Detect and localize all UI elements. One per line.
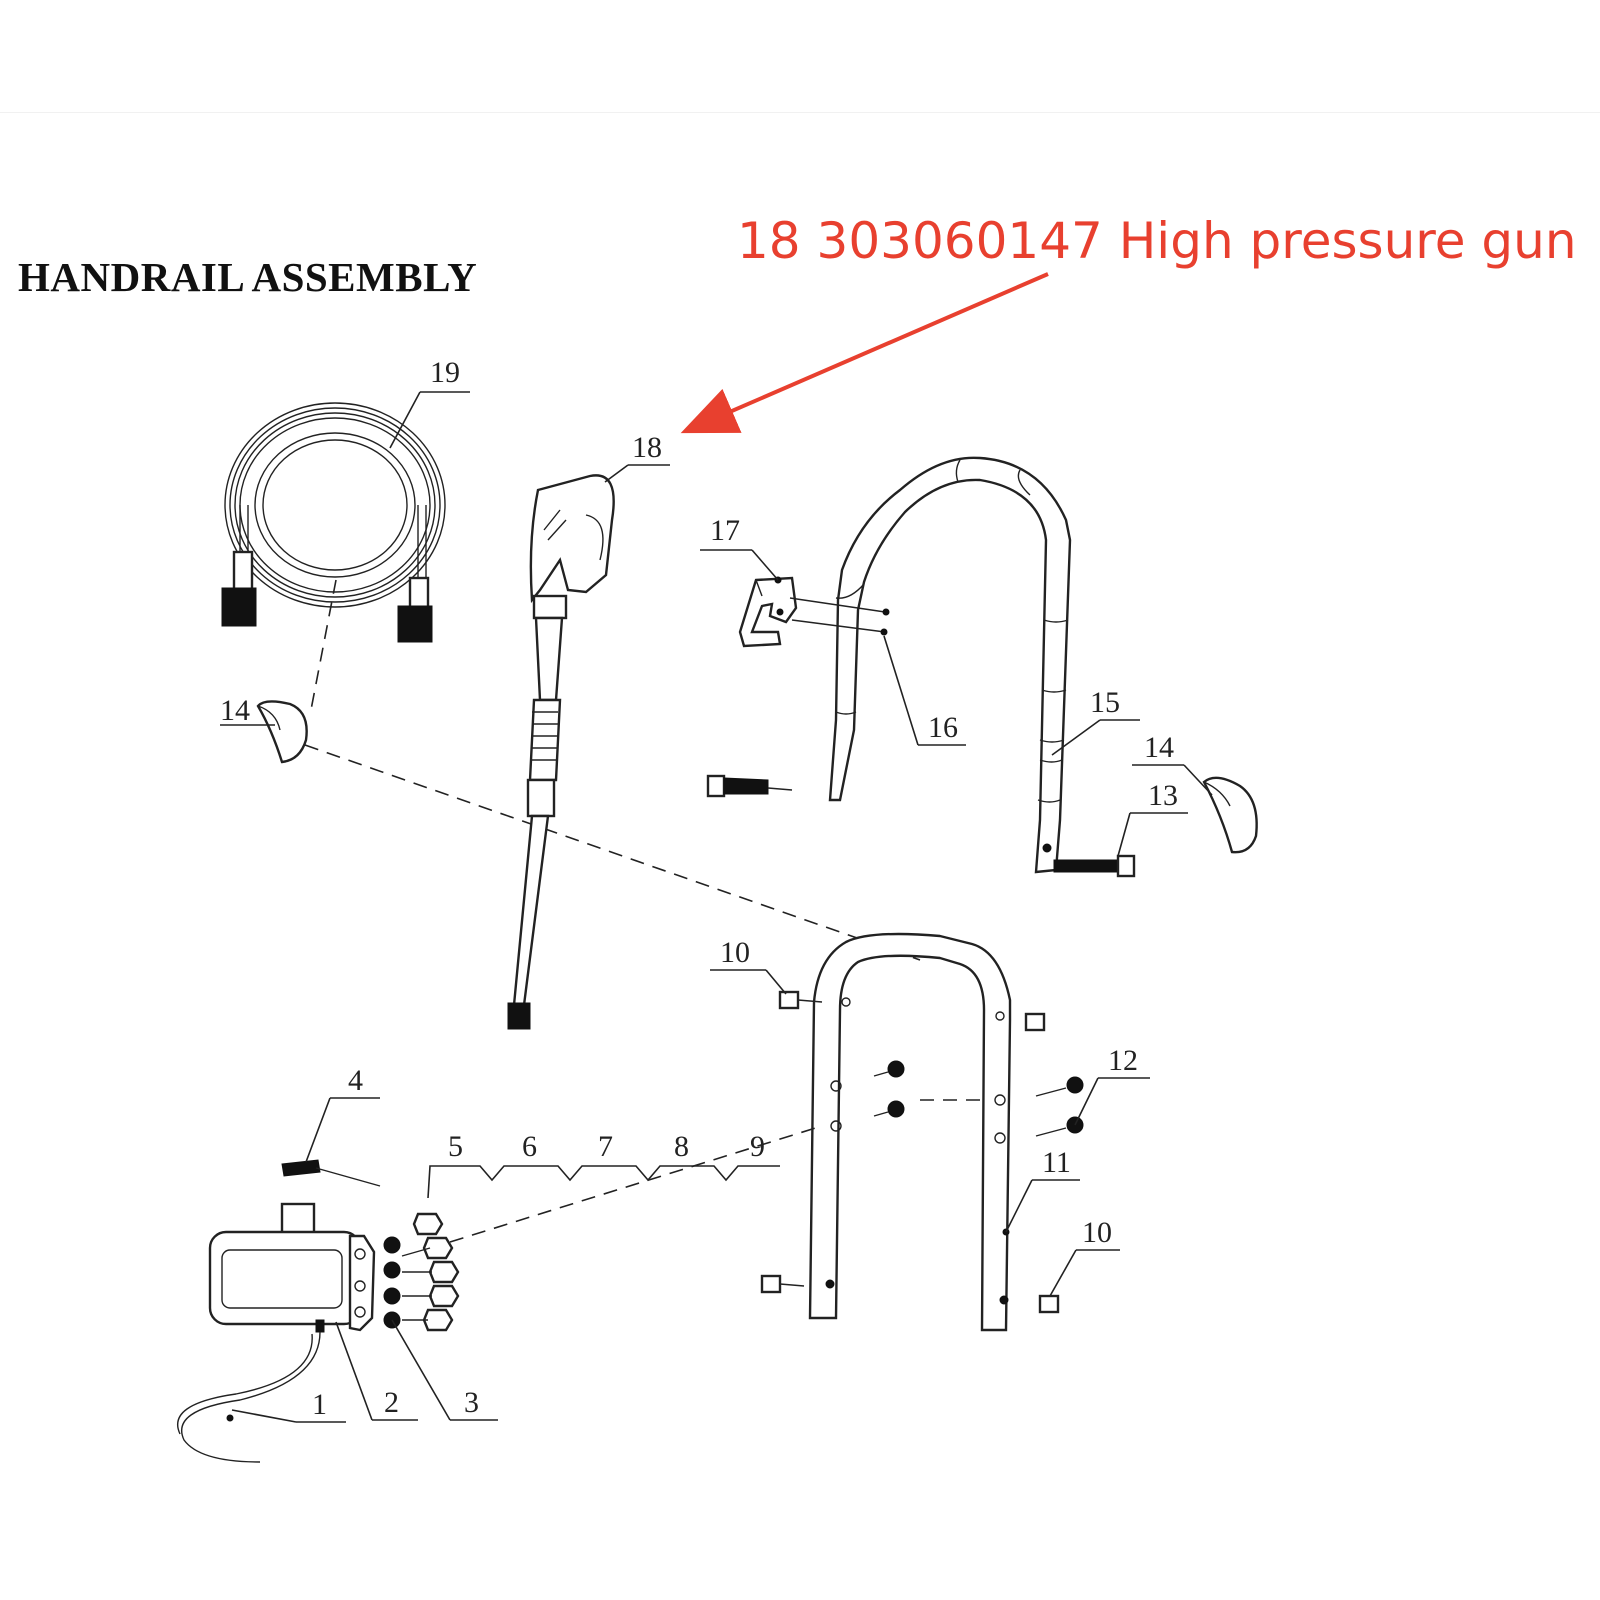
upper-handle-part: [828, 456, 1072, 874]
control-box-part: [177, 1202, 376, 1463]
page-title: HANDRAIL ASSEMBLY: [18, 254, 478, 300]
callout-10-bottom: 10: [1082, 1216, 1112, 1249]
callout-16: 16: [928, 711, 958, 744]
callout-3: 3: [464, 1386, 479, 1419]
callout-9: 9: [750, 1130, 765, 1163]
bolt-left: [706, 774, 793, 798]
annotation-label: 18 303060147 High pressure gun: [737, 212, 1577, 270]
knob-part-right: [1202, 776, 1258, 854]
callout-2: 2: [384, 1386, 399, 1419]
callout-14-left: 14: [220, 694, 250, 727]
callout-1: 1: [312, 1388, 327, 1421]
callout-11: 11: [1042, 1146, 1071, 1179]
callout-5: 5: [448, 1130, 463, 1163]
rod-part: [281, 1159, 381, 1187]
callout-10-top: 10: [720, 936, 750, 969]
callout-12: 12: [1108, 1044, 1138, 1077]
callout-15: 15: [1090, 686, 1120, 719]
frame-bolts: [873, 1060, 1084, 1137]
callout-7: 7: [598, 1130, 613, 1163]
callout-18: 18: [632, 431, 662, 464]
end-caps: [760, 990, 1060, 1314]
bracket-part: [738, 576, 798, 648]
callout-14-right: 14: [1144, 731, 1174, 764]
annotation-arrow: [680, 272, 1049, 434]
callout-4: 4: [348, 1064, 363, 1097]
callout-13: 13: [1148, 779, 1178, 812]
hose-reel-part: [221, 402, 446, 643]
top-band: [0, 0, 1600, 113]
callout-6: 6: [522, 1130, 537, 1163]
bolt-right-13: [1053, 854, 1136, 878]
knob-part-left: [256, 700, 308, 764]
callout-17: 17: [710, 514, 740, 547]
lower-frame-part: [808, 932, 1012, 1332]
callout-19: 19: [430, 356, 460, 389]
high-pressure-gun-part: [507, 474, 615, 1030]
fitting-set: [383, 1212, 460, 1332]
callout-8: 8: [674, 1130, 689, 1163]
